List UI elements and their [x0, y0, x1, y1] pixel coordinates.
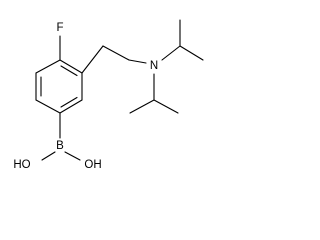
bond-ch2-n	[128, 59, 147, 64]
ring-bond-c4-c5	[35, 99, 61, 114]
bond-upper-ch-methyl-right	[179, 45, 204, 61]
lower-isopropyl-group	[129, 73, 179, 114]
ring-bond-c1-c2	[59, 59, 83, 74]
atom-label-hydroxyl-right: OH	[84, 159, 101, 171]
ring-double-bond-c3-c4	[60, 96, 78, 108]
bond-b-o-right	[64, 151, 81, 161]
bond-lower-ch-methyl-right	[153, 99, 179, 114]
ring-bond-c6-c1	[35, 59, 61, 74]
bond-lower-ch-methyl-left	[129, 99, 155, 114]
bond-c2-ch2	[81, 45, 104, 74]
atom-label-boron: B	[56, 140, 64, 152]
benzene-ring	[35, 59, 83, 114]
atom-label-fluorine: F	[56, 22, 63, 34]
atom-label-nitrogen: N	[150, 60, 158, 72]
ring-bond-c3-c4	[59, 99, 83, 114]
upper-isopropyl-group	[161, 19, 204, 61]
bond-ch2-rightwards	[102, 45, 130, 61]
chemical-structure-diagram: F N B HO OH	[13, 19, 204, 171]
bond-n-upper-ch	[161, 45, 181, 61]
atom-label-hydroxyl-left: HO	[13, 159, 30, 171]
bond-b-o-left	[41, 151, 56, 161]
ring-double-bond-c1-c2	[60, 65, 78, 77]
